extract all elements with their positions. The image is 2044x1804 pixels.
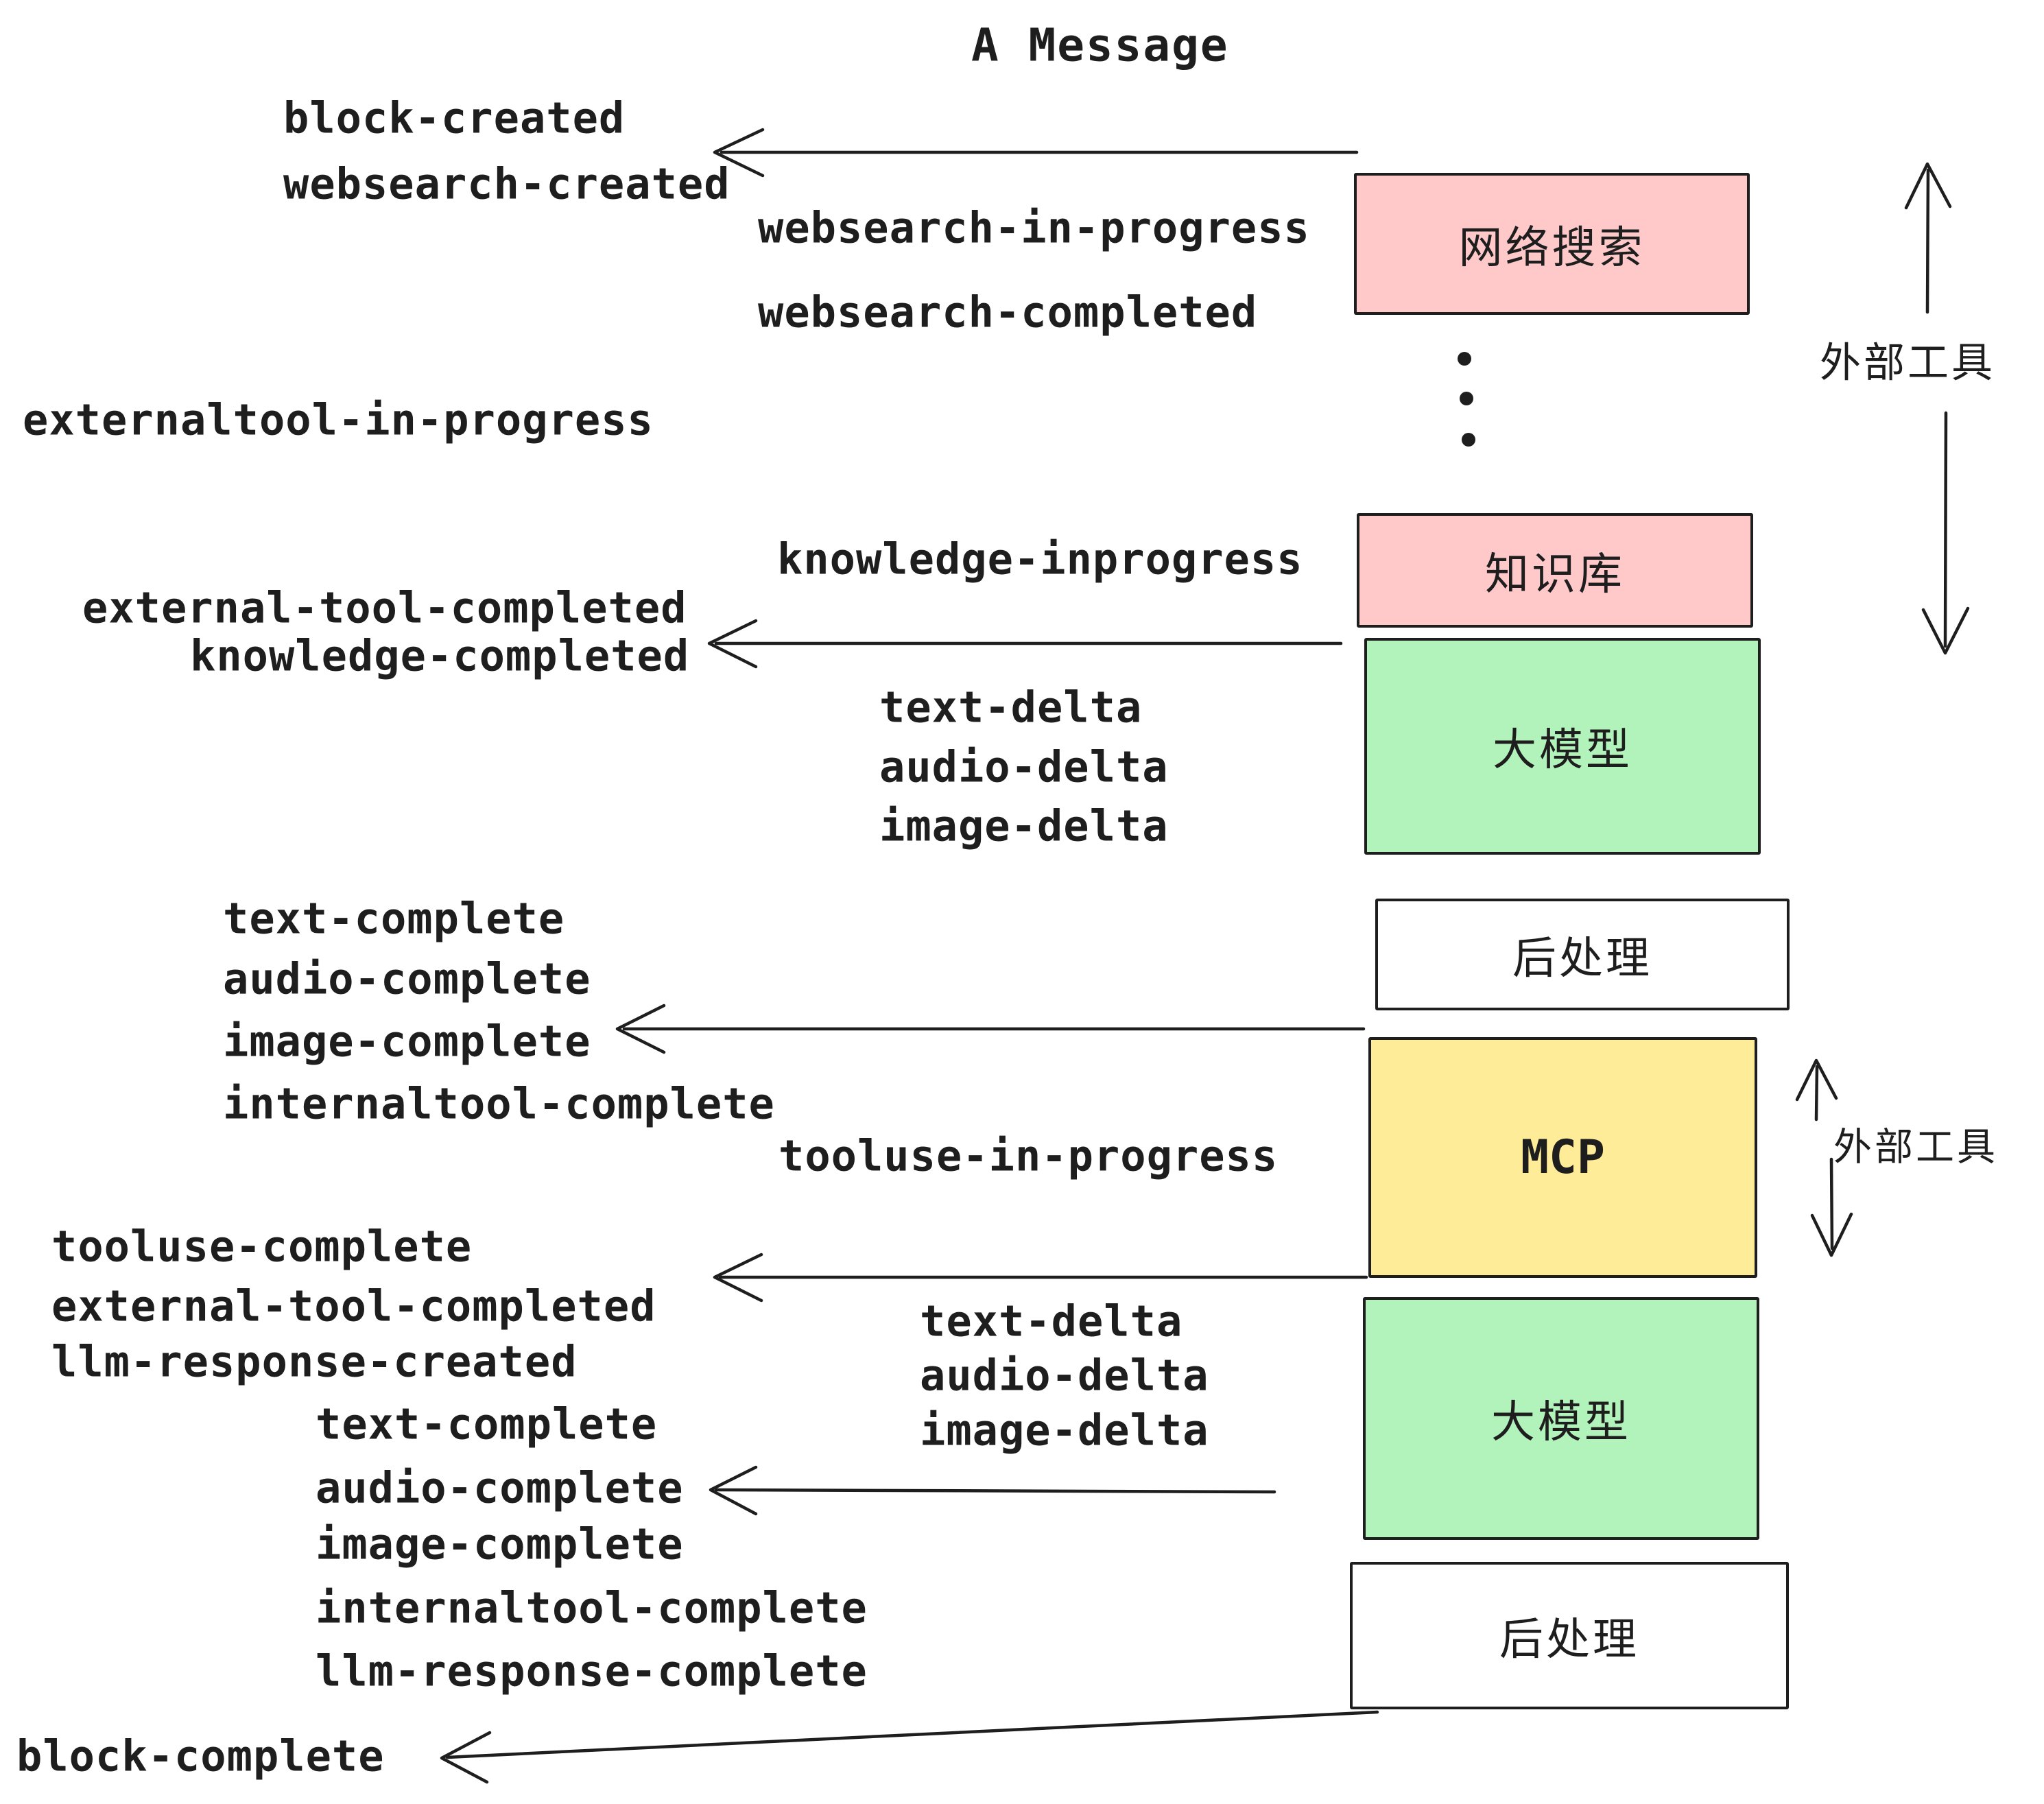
event-text-delta-1: text-delta bbox=[879, 682, 1143, 733]
box-post-bottom: 后处理 bbox=[1350, 1562, 1789, 1709]
event-text-complete-2: text-complete bbox=[316, 1399, 658, 1449]
box-llm-top: 大模型 bbox=[1364, 638, 1761, 855]
arrow-to-knowledge-completed bbox=[707, 619, 1343, 669]
event-knowledge-completed: knowledge-completed bbox=[190, 630, 690, 681]
box-websearch: 网络搜索 bbox=[1354, 173, 1750, 315]
box-mcp: MCP bbox=[1368, 1037, 1757, 1278]
event-llm-response-created: llm-response-created bbox=[51, 1336, 578, 1387]
label-external-tool-lower: 外部工具 bbox=[1833, 1125, 1998, 1170]
box-post-top-label: 后处理 bbox=[1512, 933, 1652, 984]
event-websearch-in-progress: websearch-in-progress bbox=[758, 202, 1310, 253]
event-block-created: block-created bbox=[283, 93, 626, 143]
box-llm-bottom: 大模型 bbox=[1363, 1297, 1759, 1540]
box-knowledge-label: 知识库 bbox=[1485, 549, 1625, 600]
arrow-to-block-complete bbox=[440, 1710, 1379, 1784]
box-llm-bottom-label: 大模型 bbox=[1491, 1397, 1631, 1448]
event-external-tool-completed-2: external-tool-completed bbox=[51, 1281, 656, 1331]
external-tool-upper-down-arrow bbox=[1921, 411, 1970, 655]
box-mcp-label: MCP bbox=[1521, 1130, 1605, 1185]
event-externaltool-in-progress: externaltool-in-progress bbox=[23, 394, 654, 445]
box-post-top: 后处理 bbox=[1375, 899, 1790, 1010]
event-knowledge-inprogress: knowledge-inprogress bbox=[777, 534, 1303, 584]
event-image-delta-2: image-delta bbox=[920, 1405, 1209, 1456]
event-text-complete-1: text-complete bbox=[223, 893, 565, 944]
event-image-delta-1: image-delta bbox=[879, 800, 1169, 851]
event-audio-complete-1: audio-complete bbox=[223, 953, 591, 1004]
box-knowledge: 知识库 bbox=[1357, 513, 1753, 628]
event-websearch-completed: websearch-completed bbox=[758, 287, 1258, 337]
arrow-to-audio-complete bbox=[709, 1465, 1276, 1516]
event-audio-complete-2: audio-complete bbox=[316, 1462, 684, 1513]
event-text-delta-2: text-delta bbox=[920, 1296, 1183, 1346]
box-post-bottom-label: 后处理 bbox=[1499, 1614, 1639, 1665]
external-tool-upper-up-arrow bbox=[1904, 162, 1952, 314]
event-internaltool-complete-2: internaltool-complete bbox=[316, 1582, 868, 1633]
box-llm-top-label: 大模型 bbox=[1493, 725, 1632, 776]
diagram-title: A Message bbox=[971, 19, 1229, 72]
event-block-complete: block-complete bbox=[16, 1731, 385, 1781]
event-image-complete-1: image-complete bbox=[223, 1016, 591, 1067]
event-external-tool-completed-1: external-tool-completed bbox=[82, 582, 687, 633]
arrow-websearch-to-block-created bbox=[713, 128, 1359, 178]
box-websearch-label: 网络搜索 bbox=[1458, 222, 1645, 274]
external-tool-lower-up-arrow bbox=[1795, 1058, 1838, 1121]
event-audio-delta-2: audio-delta bbox=[920, 1350, 1209, 1401]
arrow-to-tooluse-complete bbox=[713, 1253, 1368, 1303]
event-internaltool-complete-1: internaltool-complete bbox=[223, 1078, 775, 1129]
ellipsis-dots bbox=[1458, 352, 1475, 447]
event-audio-delta-1: audio-delta bbox=[879, 741, 1169, 792]
event-tooluse-in-progress: tooluse-in-progress bbox=[779, 1130, 1279, 1181]
event-websearch-created: websearch-created bbox=[283, 158, 730, 209]
event-llm-response-complete: llm-response-complete bbox=[316, 1646, 868, 1696]
event-image-complete-2: image-complete bbox=[316, 1519, 684, 1569]
event-tooluse-complete: tooluse-complete bbox=[51, 1221, 473, 1272]
label-external-tool-upper: 外部工具 bbox=[1820, 339, 1995, 388]
external-tool-lower-down-arrow bbox=[1810, 1157, 1853, 1257]
arrow-to-image-complete bbox=[615, 1004, 1366, 1054]
